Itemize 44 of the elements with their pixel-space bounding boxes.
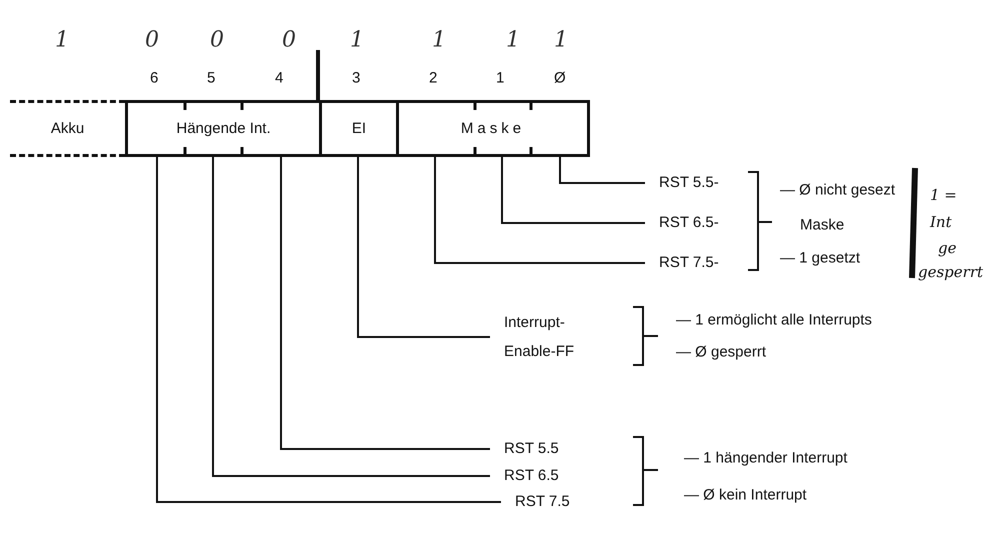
signal-label: RST 5.5 [490,434,600,463]
leader-line [212,157,490,477]
bit-number: 1 [496,70,504,86]
description-text: — 1 hängender Interrupt [684,450,848,466]
description-text: — 1 gesetzt [780,250,860,266]
bit-number: 4 [275,70,284,86]
handwritten-note: gesperrt [918,263,984,281]
bit-number: 5 [207,70,216,86]
signal-label: RST 5.5- [645,168,755,197]
bit-number: Ø [554,70,566,86]
bit-number: 3 [352,70,360,86]
handwritten-note: 1 [506,28,520,52]
signal-label: RST 6.5 [490,461,600,490]
description-text: — Ø nicht gesezt [780,182,896,198]
register-field: Hängende Int. [125,100,322,157]
description-text: — Ø kein Interrupt [684,486,807,504]
handwritten-note: 1 = [930,186,957,204]
register-field: EI [319,100,399,157]
description-text: Maske [800,216,844,234]
leader-line [559,157,645,184]
handwritten-note: 1 [55,28,69,52]
handwritten-note: ge [938,239,956,257]
handwritten-note: 1 [350,28,364,52]
leader-line [156,157,501,503]
leader-line [434,157,645,264]
description-text: — 1 ermöglicht alle Interrupts [676,312,872,328]
leader-line [280,157,490,450]
bit-number: 6 [150,70,158,86]
handwritten-note: Int [930,213,952,231]
handwritten-note: 1 [432,28,446,52]
handwritten-note: 1 [554,28,568,52]
handwritten-note: 0 [210,28,224,52]
register-field: Akku [10,100,125,157]
signal-label: RST 6.5- [645,208,755,237]
description-text: — Ø gesperrt [676,344,766,360]
leader-line [501,157,645,224]
handwritten-note: 0 [145,28,159,52]
signal-label: RST 7.5 [501,487,611,516]
register-field: Maske [396,100,590,157]
signal-label: Interrupt- Enable-FF [490,308,620,366]
leader-line [357,157,490,338]
signal-label: RST 7.5- [645,248,755,277]
handwritten-note: 0 [282,28,296,52]
bit-number: 2 [429,70,438,86]
